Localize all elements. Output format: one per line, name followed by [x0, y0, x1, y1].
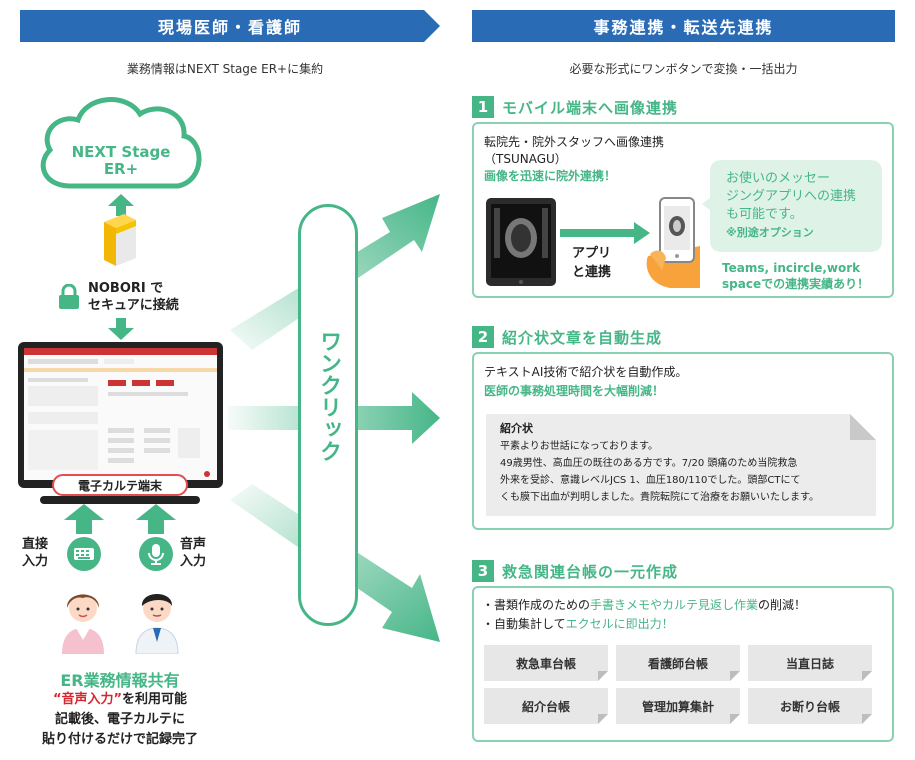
app-line1: アプリ	[572, 246, 612, 261]
secure-connection-label: NOBORI で セキュアに接続	[88, 280, 179, 314]
speech-bubble	[702, 160, 882, 252]
app-line2: と連携	[572, 265, 612, 280]
section2-title: 紹介状文章を自動生成	[502, 328, 663, 347]
arrow-down-icon	[108, 318, 134, 340]
ehr-terminal-label: 電子カルテ端末	[52, 474, 188, 496]
oneclick-label: ワンクリック	[316, 330, 341, 462]
monitor-base	[40, 496, 200, 504]
arrow-up-icon	[108, 194, 134, 216]
ledger-fold	[862, 671, 872, 681]
teams-line2: spaceでの連携実績あり！	[722, 277, 870, 291]
bubble-line2: ジングアプリへの連携	[726, 189, 857, 204]
section3-header: 3 救急関連台帳の一元作成	[472, 560, 678, 582]
ledger-fold	[862, 714, 872, 724]
share-line2: 記載後、電子カルテに	[54, 712, 185, 727]
teams-text: Teams, incircle,work spaceでの連携実績あり！	[722, 260, 869, 292]
keyboard-icon	[67, 537, 101, 571]
bubble-note: ※別途オプション	[726, 226, 814, 239]
share-line1: “音声入力”を利用可能	[20, 690, 220, 710]
bullet2-highlight: エクセルに即出力！	[565, 617, 674, 631]
section2-desc: テキストAI技術で紹介状を自動作成。 医師の事務処理時間を大幅削減！	[484, 363, 687, 401]
arrow-right-icon	[560, 222, 650, 244]
nobori-device-icon	[104, 214, 136, 266]
microphone-icon	[139, 537, 173, 571]
bubble-line3: も可能です。	[726, 207, 803, 222]
voice-line2: 入力	[180, 554, 207, 569]
cloud-icon	[40, 97, 202, 189]
secure-line2: セキュアに接続	[88, 298, 179, 313]
voice-quote: “音声入力”	[52, 692, 123, 707]
cloud-logo-line2: ER+	[103, 160, 139, 178]
nurse-avatar	[62, 594, 104, 654]
referral-letter	[486, 414, 876, 516]
bullet2-pre: ・自動集計して	[482, 617, 566, 631]
bubble-text: お使いのメッセー ジングアプリへの連携 も可能です。 ※別途オプション	[726, 170, 856, 242]
letter-title: 紹介状	[500, 422, 533, 435]
letter-line3: 外来を受診、意識レベルJCS 1、血圧180/110でした。頭部CTにて	[500, 475, 801, 486]
section3-number: 3	[472, 560, 494, 582]
ledger-ambulance: 救急車台帳	[484, 645, 608, 681]
ledger-nurse: 看護師台帳	[616, 645, 740, 681]
share-description: “音声入力”を利用可能 記載後、電子カルテに 貼り付けるだけで記録完了	[20, 690, 220, 750]
bubble-line1: お使いのメッセー	[726, 171, 831, 186]
section1-number: 1	[472, 96, 494, 118]
ledger-fold	[598, 714, 608, 724]
ledger-refusal: お断り台帳	[748, 688, 872, 724]
right-banner: 事務連携・転送先連携	[472, 10, 895, 42]
teams-line1: Teams, incircle,work	[722, 261, 861, 275]
cloud-logo-line1: NEXT Stage	[71, 143, 171, 161]
ledger-referral: 紹介台帳	[484, 688, 608, 724]
app-link-label: アプリ と連携	[572, 244, 611, 282]
ledger-management: 管理加算集計	[616, 688, 740, 724]
section2-highlight: 医師の事務処理時間を大幅削減！	[484, 384, 665, 398]
left-banner: 現場医師・看護師	[20, 10, 440, 42]
section1-desc: 転院先・院外スタッフへ画像連携 （TSUNAGU） 画像を迅速に院外連携！	[484, 134, 664, 185]
section3-desc: ・書類作成のための手書きメモやカルテ見返し作業の削減！ ・自動集計してエクセルに…	[482, 596, 806, 634]
voice-rest: を利用可能	[122, 692, 188, 707]
ledger-fold	[730, 714, 740, 724]
section2-header: 2 紹介状文章を自動生成	[472, 326, 662, 348]
share-line3: 貼り付けるだけで記録完了	[41, 732, 198, 747]
letter-line1: 平素よりお世話になっております。	[500, 441, 658, 452]
section2-line1: テキストAI技術で紹介状を自動作成。	[484, 365, 688, 379]
share-title: ER業務情報共有	[60, 671, 180, 690]
letter-body: 平素よりお世話になっております。 49歳男性、高血圧の既往のある方です。7/20…	[500, 438, 870, 506]
secure-line1: NOBORI で	[88, 281, 164, 296]
oneclick-pill	[298, 204, 358, 626]
section2-number: 2	[472, 326, 494, 348]
letter-line4: くも膜下出血が判明しました。貴院転院にて治療をお願いいたします。	[500, 492, 819, 503]
tablet-icon	[486, 198, 556, 286]
smartphone-icon	[646, 197, 700, 288]
section1-line1: 転院先・院外スタッフへ画像連携	[484, 135, 665, 149]
bullet1-pre: ・書類作成のための	[482, 598, 591, 612]
ledger-fold	[598, 671, 608, 681]
direct-line2: 入力	[22, 554, 49, 569]
section1-title: モバイル端末へ画像連携	[502, 98, 679, 117]
ledger-fold	[730, 671, 740, 681]
left-subtitle: 業務情報はNEXT Stage ER+に集約	[126, 62, 324, 76]
section3-bullet2: ・自動集計してエクセルに即出力！	[482, 615, 806, 634]
direct-input-label: 直接 入力	[22, 536, 48, 570]
bullet1-post: の削減！	[758, 598, 807, 612]
lock-icon	[59, 284, 79, 309]
section3-title: 救急関連台帳の一元作成	[502, 562, 679, 581]
letter-line2: 49歳男性、高血圧の既往のある方です。7/20 頭痛のため当院救急	[500, 458, 798, 469]
ehr-screen	[24, 348, 217, 480]
right-subtitle: 必要な形式にワンボタンで変換・一括出力	[569, 62, 798, 76]
direct-line1: 直接	[22, 537, 49, 552]
voice-line1: 音声	[180, 537, 207, 552]
section3-bullet1: ・書類作成のための手書きメモやカルテ見返し作業の削減！	[482, 596, 806, 615]
cloud-logo: NEXT Stage ER+	[56, 144, 186, 178]
section1-header: 1 モバイル端末へ画像連携	[472, 96, 678, 118]
bullet1-highlight: 手書きメモやカルテ見返し作業	[590, 598, 759, 612]
arrow-up-voice-icon	[136, 504, 176, 534]
doctor-avatar	[135, 594, 179, 654]
voice-input-label: 音声 入力	[180, 536, 206, 570]
arrow-up-direct-icon	[64, 504, 104, 534]
section1-highlight: 画像を迅速に院外連携！	[484, 169, 617, 183]
ledger-night-duty: 当直日誌	[748, 645, 872, 681]
section1-line2: （TSUNAGU）	[484, 152, 567, 166]
